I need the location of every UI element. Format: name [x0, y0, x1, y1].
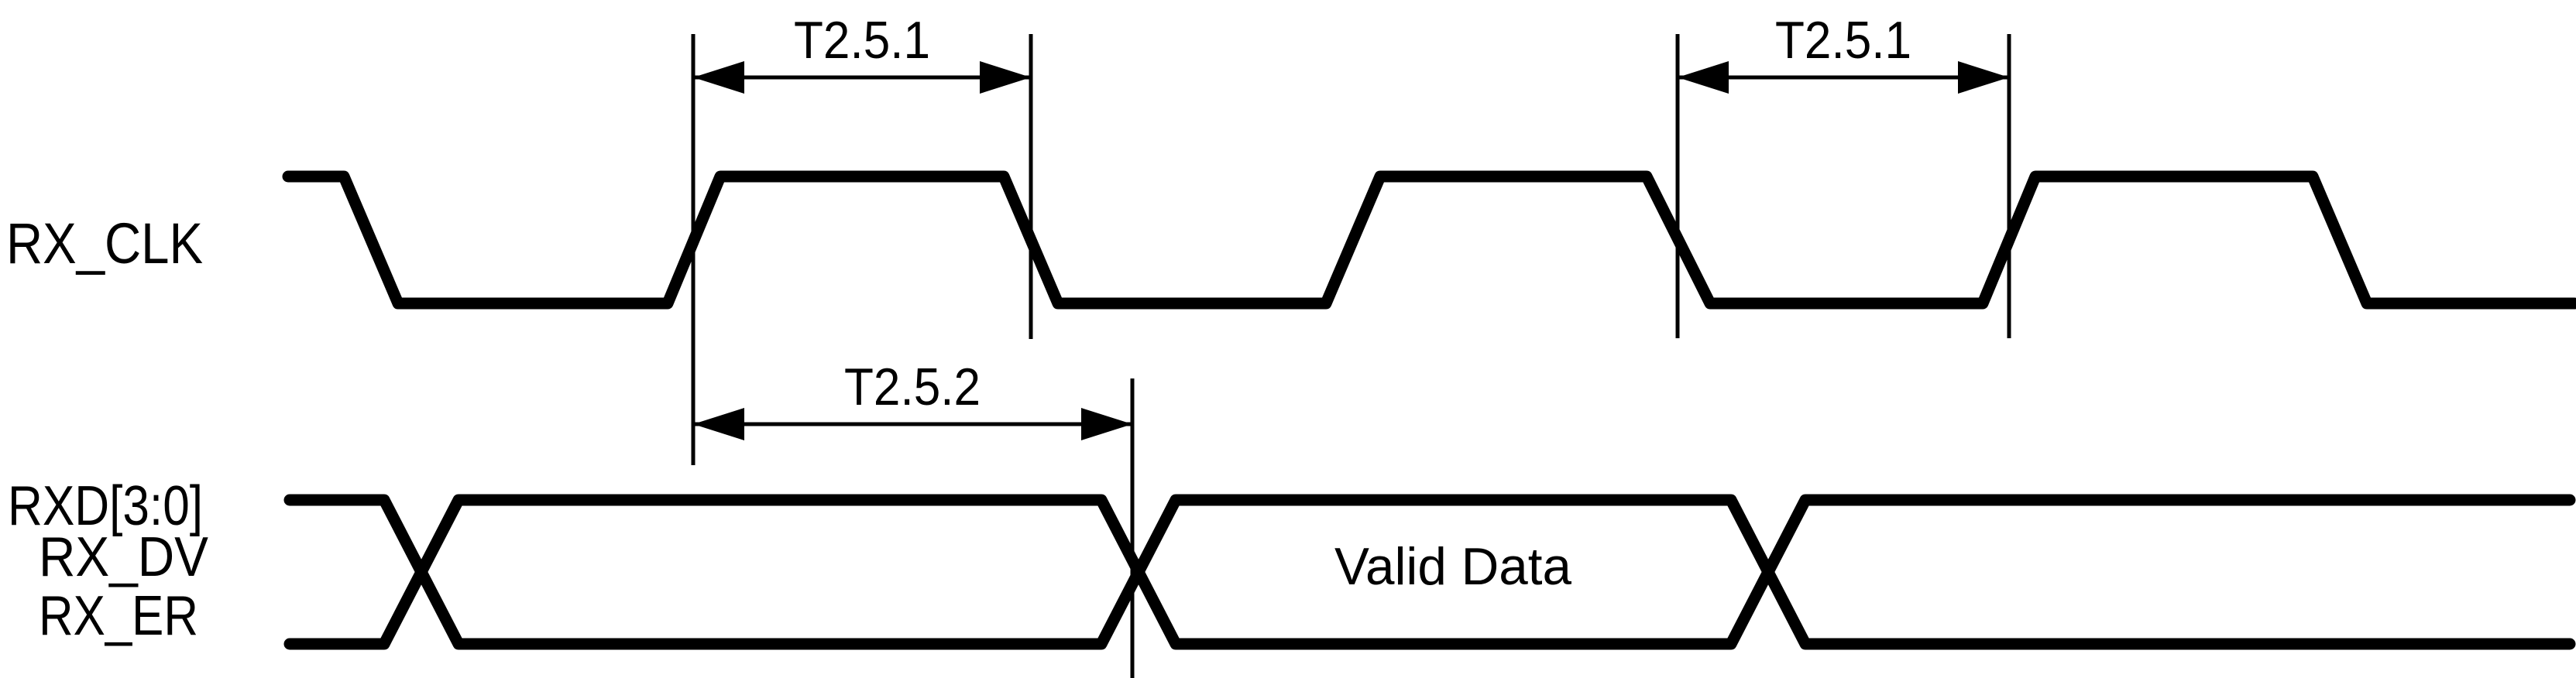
- bus-signal-label-rxdv: RX_DV: [39, 526, 208, 588]
- arrowhead-left-icon: [693, 408, 744, 440]
- annotation-t252-label: T2.5.2: [844, 358, 981, 416]
- dim-arrow-t251a: [693, 61, 1031, 94]
- arrowhead-right-icon: [1958, 61, 2009, 94]
- arrowhead-left-icon: [693, 61, 744, 94]
- bus-waveform-rail-b: [283, 494, 2576, 650]
- bus-signal-label-rxd: RXD[3:0]: [8, 475, 203, 537]
- annotation-t251b-label: T2.5.1: [1775, 11, 1911, 70]
- arrowhead-right-icon: [1081, 408, 1132, 440]
- clock-signal-label: RX_CLK: [6, 211, 203, 276]
- dim-arrow-t251b: [1678, 61, 2009, 94]
- arrowhead-right-icon: [980, 61, 1031, 94]
- dim-arrow-t252: [693, 408, 1132, 440]
- bus-signal-label-rxer: RX_ER: [39, 585, 198, 647]
- annotation-t251a-label: T2.5.1: [794, 11, 930, 70]
- arrowhead-left-icon: [1678, 61, 1729, 94]
- bus-valid-data-label: Valid Data: [1334, 537, 1571, 596]
- clock-waveform: [282, 170, 2576, 310]
